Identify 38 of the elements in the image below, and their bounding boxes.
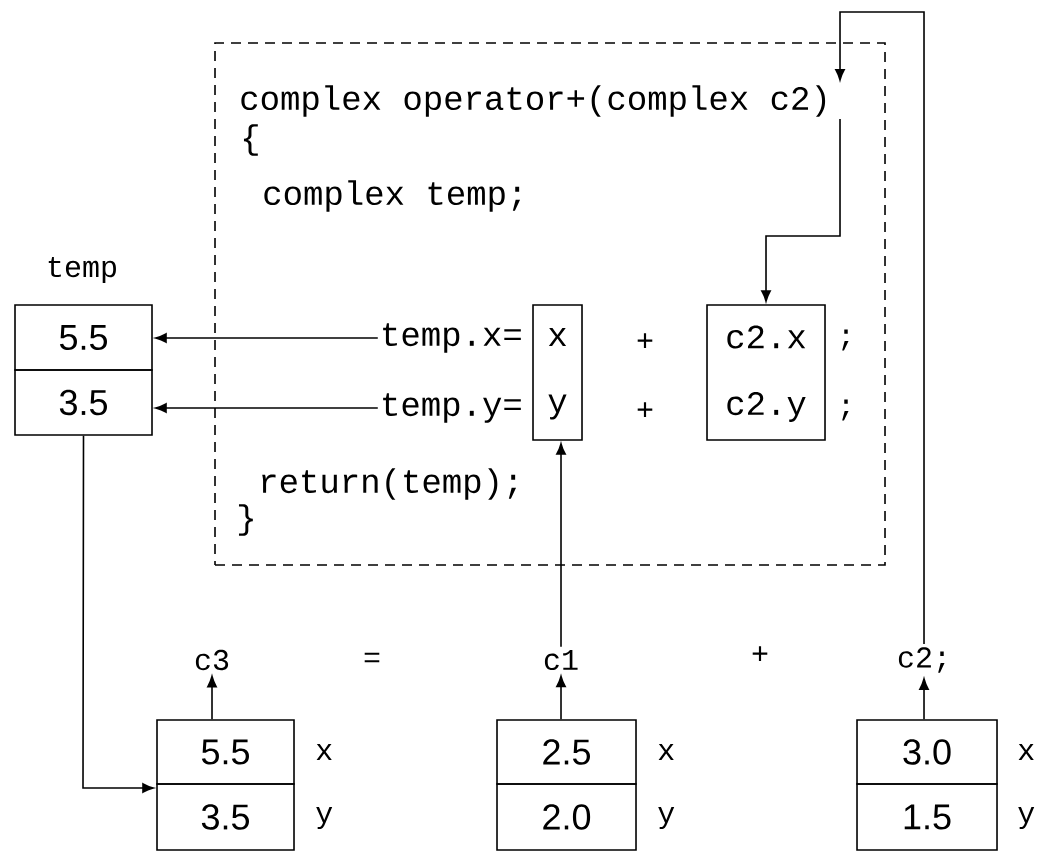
value-cell: 1.5 — [856, 783, 998, 851]
value-cell: 2.5 — [496, 719, 637, 785]
semicolon: ; — [842, 329, 849, 351]
value-cell: 3.0 — [856, 719, 998, 785]
member-box: x y — [532, 304, 583, 441]
member-label: y — [1018, 806, 1035, 830]
variable-name: c2; — [898, 647, 945, 673]
operator-sign: = — [364, 652, 380, 663]
member-label: x — [316, 744, 332, 760]
code-text: complex operator+(complex c2) — [241, 85, 826, 117]
value-cell: 3.5 — [14, 369, 153, 436]
value-cell: 5.5 — [156, 719, 295, 785]
variable-name: c3 — [195, 649, 229, 671]
arrow — [556, 443, 566, 648]
arrow — [761, 118, 841, 302]
variable-name: c1 — [544, 650, 578, 671]
arrow — [835, 11, 925, 645]
operator-sign: + — [637, 402, 653, 418]
code-text: temp.y= — [383, 393, 521, 423]
arrow — [155, 403, 379, 413]
value-cell: 5.5 — [14, 304, 153, 371]
member-label: x — [658, 744, 674, 760]
arrow — [155, 333, 379, 343]
code-text: temp.x= — [383, 323, 521, 353]
semicolon: ; — [842, 399, 849, 421]
operator-sign: + — [637, 333, 653, 349]
arrow — [919, 678, 929, 720]
member-box: c2.x c2.y — [706, 304, 826, 441]
member-label: y — [658, 806, 675, 830]
member-label: y — [316, 806, 333, 830]
object-name: temp — [48, 256, 116, 284]
arrow — [82, 435, 154, 793]
value-cell: 2.0 — [496, 783, 637, 851]
member-label: x — [1018, 744, 1034, 760]
operator-sign: + — [752, 646, 768, 662]
arrow — [556, 675, 566, 720]
arrow — [207, 675, 217, 720]
value-cell: 3.5 — [156, 783, 295, 851]
